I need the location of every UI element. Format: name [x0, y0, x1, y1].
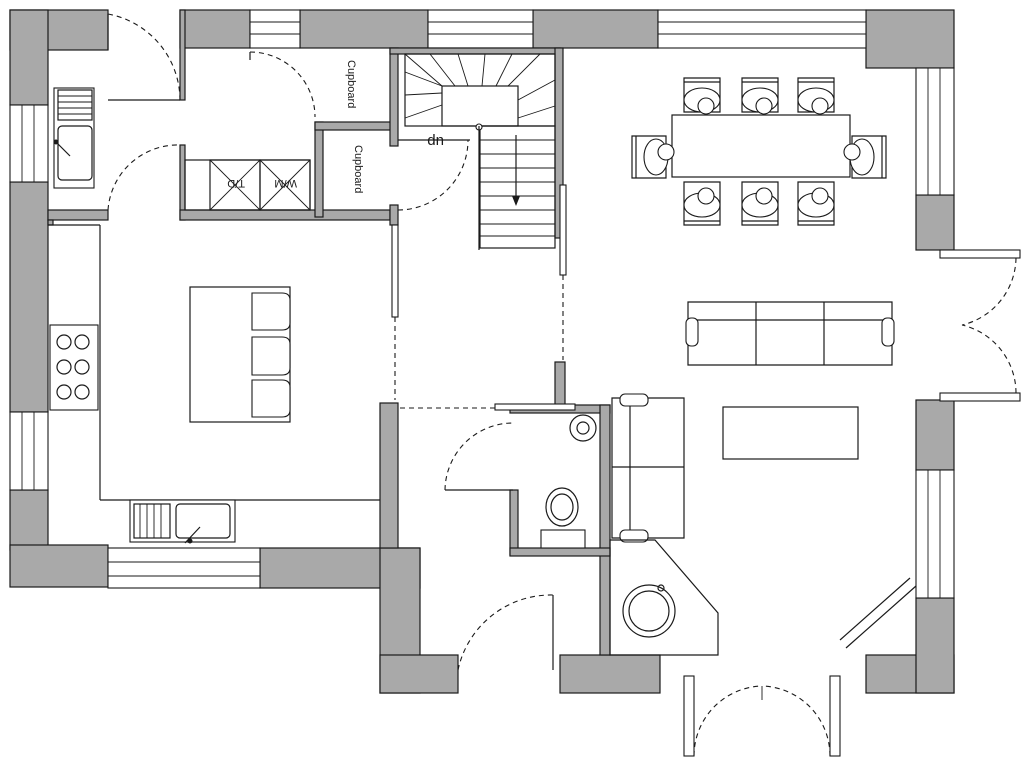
dining-area	[631, 77, 887, 226]
staircase: up	[404, 53, 556, 250]
wc	[540, 414, 597, 549]
windows	[9, 9, 955, 599]
washing-machine-label: W/M	[274, 177, 297, 189]
cupboard-labels: Cupboard Cupboard	[345, 60, 364, 193]
doors	[107, 13, 1021, 757]
cupboard-top-label: Cupboard	[345, 60, 357, 108]
kitchen	[48, 87, 380, 544]
utility-appliances: T/D W/M	[184, 159, 311, 211]
stairs-up-label: up	[427, 133, 444, 150]
cupboard-mid-label: Cupboard	[352, 145, 364, 193]
living-area	[609, 301, 917, 656]
outer-walls	[9, 9, 955, 694]
tumble-dryer-label: T/D	[227, 177, 245, 189]
